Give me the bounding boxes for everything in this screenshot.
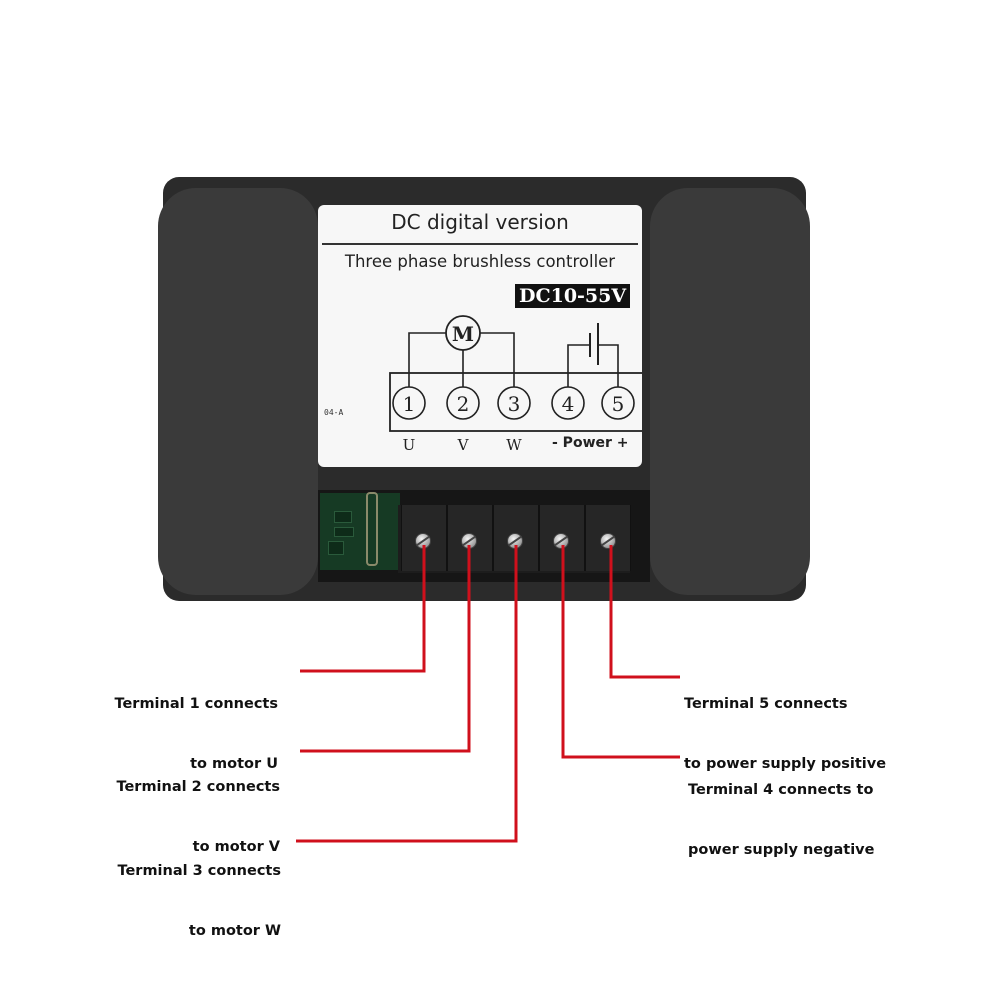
- label-title: DC digital version: [391, 210, 569, 234]
- terminal-number-4: 4: [562, 392, 575, 416]
- leader-line-2: [300, 545, 471, 753]
- terminal-number-1: 1: [403, 392, 416, 416]
- callout-1-line2: to motor U: [190, 756, 278, 772]
- callout-4-line1: Terminal 4 connects to: [688, 782, 874, 798]
- callout-1-line1: Terminal 1 connects: [114, 696, 279, 712]
- callout-terminal-4: Terminal 4 connects to power supply nega…: [688, 740, 948, 880]
- power-label: - Power +: [552, 435, 629, 451]
- motor-wire-w: [480, 332, 515, 387]
- leader-line-3: [296, 545, 518, 843]
- motor-wire-u: [408, 332, 446, 387]
- label-subtitle: Three phase brushless controller: [344, 252, 616, 271]
- terminal-number-5: 5: [612, 392, 625, 416]
- circuit-board: [320, 493, 400, 570]
- terminal-letter-u: U: [402, 436, 416, 454]
- pcb-component: [328, 541, 344, 555]
- wiring-schematic: M 1 2 3 4 5: [389, 315, 642, 432]
- motor-symbol-letter: M: [452, 322, 474, 346]
- terminal-symbol-4: [551, 386, 585, 420]
- label-code: 04-A: [324, 408, 344, 417]
- leader-line-5: [609, 545, 680, 679]
- housing-left-panel: [158, 188, 318, 595]
- terminal-letter-v: V: [457, 436, 469, 454]
- callout-3-line2: to motor W: [188, 923, 281, 939]
- callout-terminal-1: Terminal 1 connects to motor U: [60, 654, 279, 794]
- callout-4-line2: power supply negative: [688, 842, 875, 858]
- pcb-wire: [366, 492, 378, 566]
- callout-3-line1: Terminal 3 connects: [117, 863, 282, 879]
- terminal-number-3: 3: [508, 392, 521, 416]
- terminal-strip-box: [389, 372, 642, 432]
- terminal-symbol-1: [392, 386, 426, 420]
- callout-2-line2: to motor V: [192, 839, 280, 855]
- terminal-letter-w: W: [506, 436, 522, 454]
- terminal-symbol-2: [446, 386, 480, 420]
- leader-line-1: [300, 545, 426, 673]
- pcb-component: [334, 527, 354, 537]
- terminal-symbol-3: [497, 386, 531, 420]
- pcb-component: [334, 511, 352, 523]
- label-divider: [322, 243, 638, 245]
- terminal-screw-4[interactable]: [553, 533, 569, 549]
- callout-terminal-5: Terminal 5 connects to power supply posi…: [684, 654, 954, 794]
- terminal-number-2: 2: [457, 392, 470, 416]
- terminal-symbol-5: [601, 386, 635, 420]
- callout-2-line1: Terminal 2 connects: [116, 779, 281, 795]
- callout-terminal-3: Terminal 3 connects to motor W: [60, 821, 282, 961]
- housing-right-panel: [650, 188, 810, 595]
- power-wire-positive: [598, 344, 619, 387]
- callout-5-line1: Terminal 5 connects: [684, 696, 848, 712]
- callout-5-line2: to power supply positive: [684, 756, 887, 772]
- callout-terminal-2: Terminal 2 connects to motor V: [60, 737, 281, 877]
- power-wire-negative: [567, 344, 590, 387]
- voltage-badge: DC10-55V: [515, 284, 631, 308]
- leader-line-4: [561, 545, 680, 759]
